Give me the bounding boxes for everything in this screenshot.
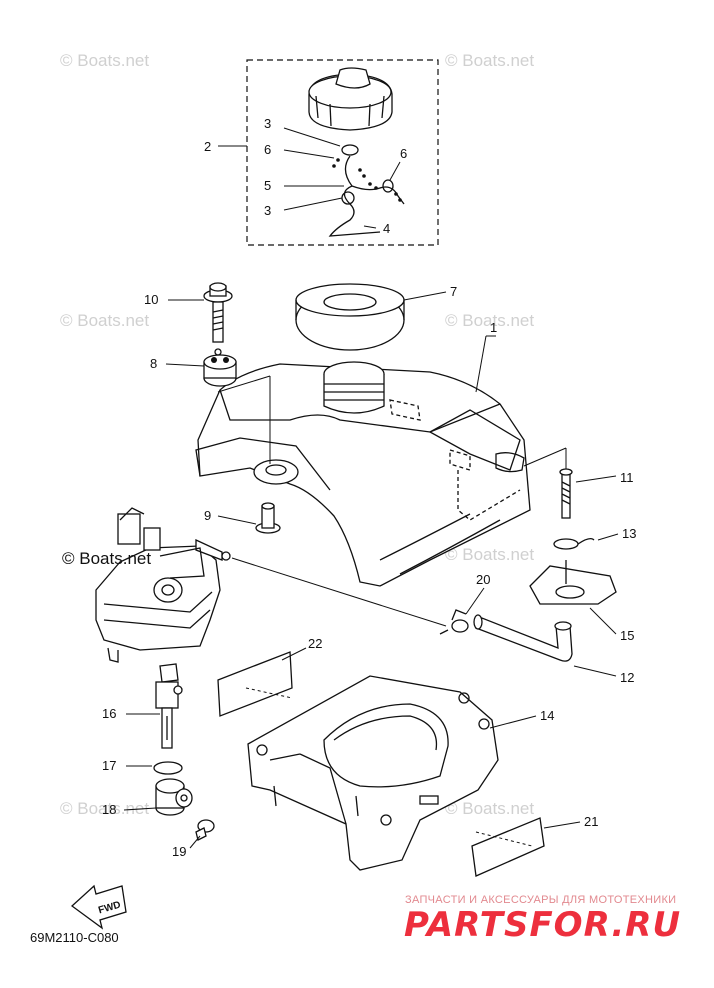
callout-2: 2 [204, 139, 211, 154]
screw [559, 468, 573, 519]
grommet [255, 502, 281, 534]
callout-22: 22 [308, 636, 322, 651]
watermark: © Boats.net [60, 51, 149, 70]
cap-chain [328, 144, 405, 237]
o-ring [153, 761, 183, 775]
callout-8: 8 [150, 356, 157, 371]
watermark: © Boats.net [445, 799, 534, 818]
tank-base [247, 675, 499, 871]
fwd-arrow-icon: FWD [70, 884, 127, 930]
watermark: © Boats.net [445, 545, 534, 564]
callout-6: 6 [264, 142, 271, 157]
callout-9: 9 [204, 508, 211, 523]
callout-17: 17 [102, 758, 116, 773]
brand-logo: PARTSFOR.RU [404, 905, 682, 945]
watermark: © Boats.net [60, 799, 149, 818]
fuel-hose [473, 614, 573, 662]
callout-20: 20 [476, 572, 490, 587]
filler-gasket [295, 283, 405, 351]
callout-19: 19 [172, 844, 186, 859]
spring-clip [553, 538, 595, 550]
callout-16: 16 [102, 706, 116, 721]
watermark: © Boats.net [60, 311, 149, 330]
callout-13: 13 [622, 526, 636, 541]
label-22 [217, 651, 293, 717]
carb-watermark: © Boats.net [62, 549, 151, 568]
float-valve [155, 663, 183, 749]
connector [155, 778, 193, 816]
callout-5: 5 [264, 178, 271, 193]
fuel-tank [195, 361, 531, 587]
callout-4: 4 [383, 221, 390, 236]
callout-3: 3 [264, 116, 271, 131]
label-21 [471, 817, 545, 877]
callout-15: 15 [620, 628, 634, 643]
bolt [203, 282, 233, 343]
callout-12: 12 [620, 670, 634, 685]
cap-assembly-box [246, 59, 439, 246]
callout-1: 1 [490, 320, 497, 335]
callout-11: 11 [620, 470, 634, 485]
callout-18: 18 [102, 802, 116, 817]
hose-clip [439, 609, 469, 635]
callout-14: 14 [540, 708, 554, 723]
drawing-code: 69M2110-C080 [30, 930, 119, 945]
callout-10: 10 [144, 292, 158, 307]
fuel-cap [308, 67, 393, 131]
callout-21: 21 [584, 814, 598, 829]
carburetor: © Boats.net [62, 507, 231, 663]
watermark: © Boats.net [445, 311, 534, 330]
bracket [529, 560, 617, 605]
watermark: © Boats.net [445, 51, 534, 70]
callout-3b: 3 [264, 203, 271, 218]
damper [203, 348, 237, 387]
small-screw [195, 819, 215, 841]
callout-6b: 6 [400, 146, 407, 161]
callout-7: 7 [450, 284, 457, 299]
brand-subtitle: ЗАПЧАСТИ И АКСЕССУАРЫ ДЛЯ МОТОТЕХНИКИ [405, 894, 677, 906]
